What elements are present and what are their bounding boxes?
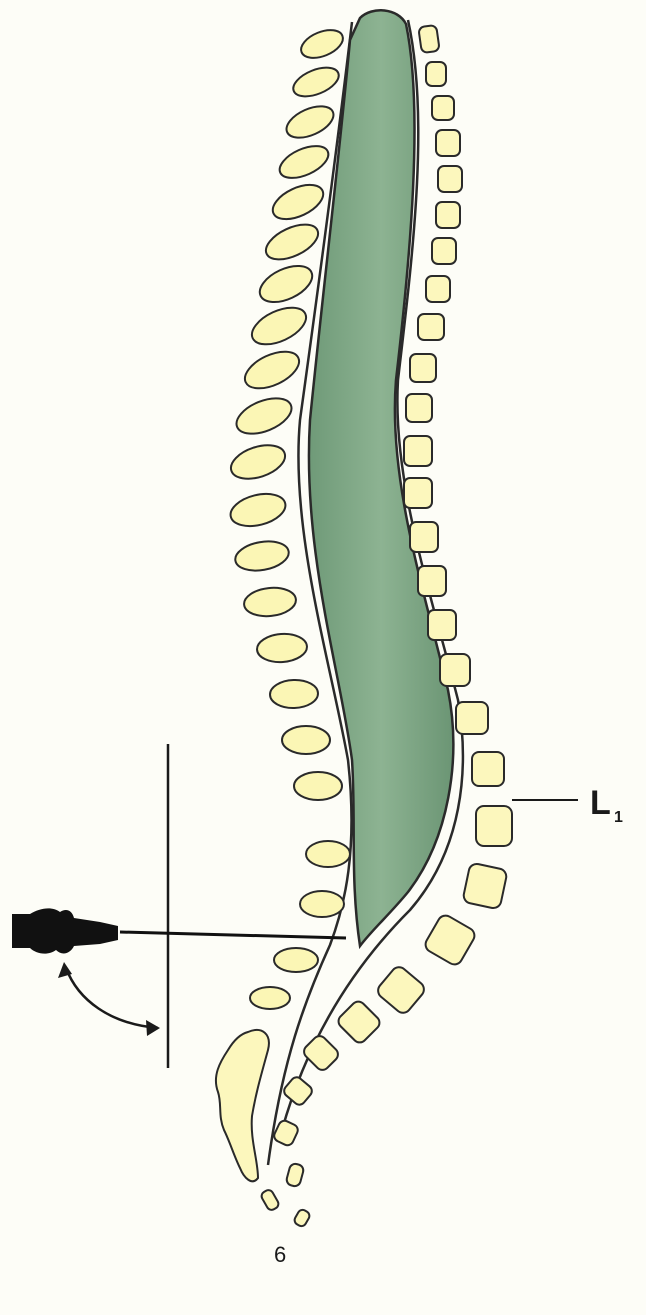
spinal-cord bbox=[309, 10, 453, 946]
angle-arc-arrowhead bbox=[146, 1020, 160, 1036]
l1-label: L bbox=[590, 784, 611, 822]
bottom-label: 6 bbox=[274, 1242, 286, 1267]
sacrum bbox=[216, 1030, 269, 1181]
l1-label-subscript: 1 bbox=[614, 809, 623, 826]
syringe-needle-icon bbox=[12, 908, 346, 953]
angle-arc bbox=[66, 968, 158, 1028]
